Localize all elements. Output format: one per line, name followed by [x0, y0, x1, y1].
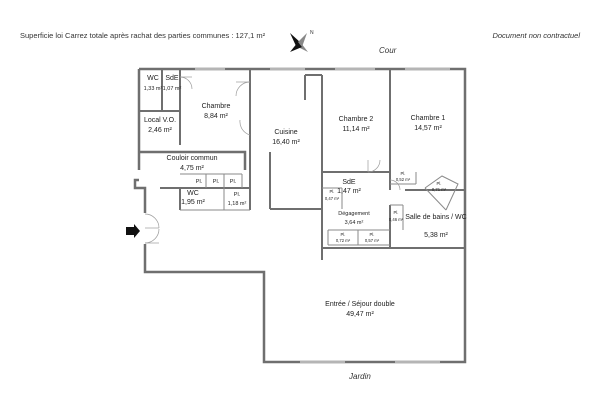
- room-area: 14,57 m²: [414, 125, 442, 132]
- closet-pl-3: Pl.: [230, 179, 237, 185]
- room-area: 1,07 m²: [163, 86, 182, 92]
- room-name: Cuisine: [274, 129, 297, 136]
- room-name: Entrée / Séjour double: [325, 301, 395, 308]
- room-name: WC: [147, 75, 159, 82]
- closet-pl-2: Pl.: [213, 179, 220, 185]
- room-area: 0,72 m²: [336, 238, 351, 243]
- room-area: 3,64 m²: [345, 220, 364, 226]
- room-name: Pl.: [394, 210, 399, 215]
- closet-pl-chambre1: Pl. 0,52 m²: [396, 171, 411, 182]
- room-name: Chambre 1: [411, 115, 446, 122]
- room-area: 11,14 m²: [342, 126, 370, 133]
- outer-walls: [133, 67, 467, 364]
- closet-label: Pl.: [230, 179, 237, 185]
- thin-partitions: [180, 172, 459, 246]
- room-local-vo: Local V.O. 2,46 m²: [144, 117, 176, 134]
- room-sde2: SdE 1,47 m²: [337, 179, 361, 195]
- doors: [144, 76, 401, 244]
- room-area: 8,84 m²: [204, 113, 228, 120]
- closet-pl-d1: Pl. 0,72 m²: [336, 232, 351, 243]
- closet-pl-wc: Pl. 1,18 m²: [228, 192, 247, 207]
- room-chambre: Chambre 8,84 m²: [202, 103, 231, 120]
- room-name: Chambre 2: [339, 116, 374, 123]
- room-area: 16,40 m²: [272, 139, 300, 146]
- room-area: 1,95 m²: [181, 199, 205, 206]
- room-name: Pl.: [437, 181, 442, 186]
- room-area: 2,46 m²: [148, 127, 172, 134]
- room-name: SdE: [165, 75, 179, 82]
- closet-label: Pl.: [213, 179, 220, 185]
- room-area: 4,75 m²: [180, 165, 204, 172]
- room-chambre-2: Chambre 2 11,14 m²: [339, 116, 374, 133]
- room-wc1: WC 1,33 m²: [144, 75, 163, 92]
- compass-letter: N: [310, 30, 314, 36]
- room-area: 0,57 m²: [365, 238, 380, 243]
- room-sejour: Entrée / Séjour double 49,47 m²: [325, 301, 395, 318]
- room-name: Pl.: [341, 232, 346, 237]
- room-name: WC: [187, 190, 199, 197]
- compass-icon: N: [290, 30, 314, 52]
- closet-pl-sdb: Pl. 0,71 m²: [432, 181, 447, 192]
- closet-pl-1: Pl.: [196, 179, 203, 185]
- room-name: Local V.O.: [144, 117, 176, 124]
- room-area: 0,47 m²: [325, 196, 340, 201]
- jardin-label: Jardin: [349, 372, 371, 381]
- windows: [195, 67, 450, 364]
- room-couloir-commun: Couloir commun 4,75 m²: [167, 155, 218, 172]
- room-area: 1,47 m²: [337, 188, 361, 195]
- room-area: 1,18 m²: [228, 201, 247, 207]
- loi-carrez-area: Superficie loi Carrez totale après racha…: [20, 31, 266, 40]
- room-area: 1,33 m²: [144, 86, 163, 92]
- disclaimer: Document non contractuel: [492, 31, 580, 40]
- room-name: Couloir commun: [167, 155, 218, 162]
- room-name: SdE: [342, 179, 356, 186]
- room-salle-de-bains: Salle de bains / WC 5,38 m²: [405, 214, 466, 239]
- room-area: 0,52 m²: [396, 177, 411, 182]
- entry-arrow-icon: [126, 224, 140, 238]
- room-name: Chambre: [202, 103, 231, 110]
- closet-pl-d2: Pl. 0,57 m²: [365, 232, 380, 243]
- room-degagement: Dégagement 3,64 m²: [338, 211, 370, 226]
- room-area: 0,71 m²: [432, 187, 447, 192]
- room-sde1: SdE 1,07 m²: [163, 75, 182, 92]
- room-name: Dégagement: [338, 211, 370, 217]
- room-area: 49,47 m²: [346, 311, 374, 318]
- room-name: Pl.: [370, 232, 375, 237]
- room-area: 5,38 m²: [424, 232, 448, 239]
- closet-pl-degagement: Pl. 0,46 m²: [389, 210, 404, 222]
- room-name: Pl.: [330, 189, 335, 194]
- room-name: Salle de bains / WC: [405, 214, 466, 221]
- cour-label: Cour: [379, 46, 397, 55]
- room-cuisine: Cuisine 16,40 m²: [272, 129, 300, 146]
- room-area: 0,46 m²: [389, 217, 404, 222]
- interior-walls: [139, 69, 465, 260]
- room-wc2: WC 1,95 m²: [181, 190, 205, 206]
- room-chambre-1: Chambre 1 14,57 m²: [411, 115, 446, 132]
- room-name: Pl.: [401, 171, 406, 176]
- room-name: Pl.: [234, 192, 241, 198]
- closet-pl-sde: Pl. 0,47 m²: [325, 189, 340, 201]
- closet-label: Pl.: [196, 179, 203, 185]
